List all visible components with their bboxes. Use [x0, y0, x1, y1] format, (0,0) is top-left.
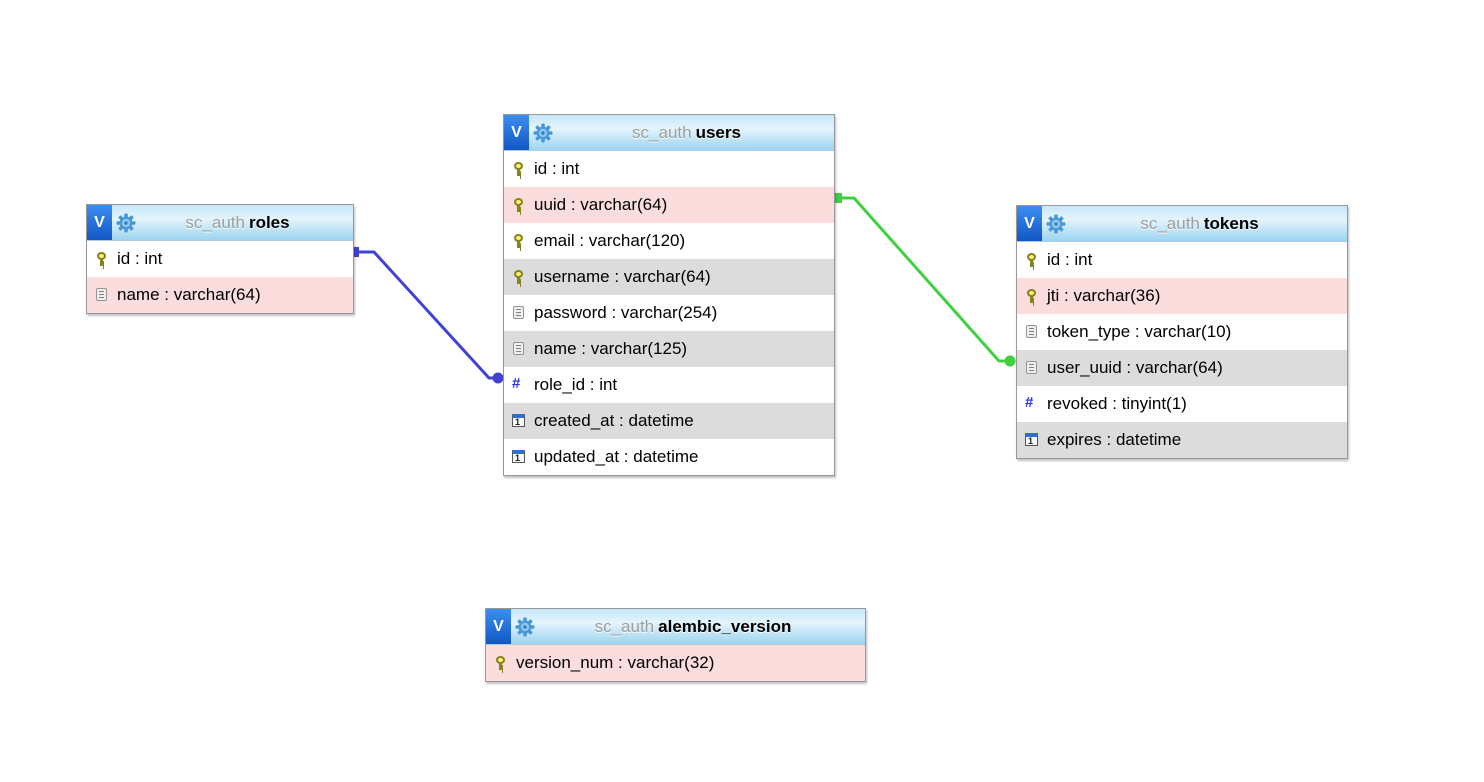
toggle-view-button[interactable]: V	[504, 115, 529, 150]
column-row[interactable]: token_type : varchar(10)	[1017, 314, 1347, 350]
table-name: roles	[248, 212, 290, 232]
column-row[interactable]: name : varchar(64)	[87, 277, 353, 313]
column-label: token_type : varchar(10)	[1047, 322, 1232, 341]
column-row[interactable]: name : varchar(125)	[504, 331, 834, 367]
text-icon	[511, 305, 526, 321]
relation-line	[837, 196, 1010, 363]
column-row[interactable]: revoked : tinyint(1)	[1017, 386, 1347, 422]
toggle-view-button[interactable]: V	[486, 609, 511, 644]
column-row[interactable]: user_uuid : varchar(64)	[1017, 350, 1347, 386]
column-row[interactable]: role_id : int	[504, 367, 834, 403]
schema-label: sc_auth	[185, 212, 245, 232]
key-icon	[511, 197, 526, 213]
column-row[interactable]: expires : datetime	[1017, 422, 1347, 458]
column-label: version_num : varchar(32)	[516, 653, 715, 672]
column-label: updated_at : datetime	[534, 447, 699, 466]
text-icon	[1024, 324, 1039, 340]
column-label: uuid : varchar(64)	[534, 195, 668, 214]
column-row[interactable]: created_at : datetime	[504, 403, 834, 439]
text-icon	[94, 287, 109, 303]
key-icon	[94, 251, 109, 267]
key-icon	[1024, 288, 1039, 304]
table-name: tokens	[1203, 213, 1259, 233]
column-row[interactable]: jti : varchar(36)	[1017, 278, 1347, 314]
relation-end-anchor	[1004, 355, 1016, 367]
key-icon	[511, 161, 526, 177]
column-label: id : int	[1047, 250, 1093, 269]
key-icon	[511, 233, 526, 249]
column-row[interactable]: password : varchar(254)	[504, 295, 834, 331]
column-row[interactable]: id : int	[1017, 242, 1347, 278]
relation-line	[353, 250, 497, 380]
numeric-icon	[1024, 395, 1039, 412]
schema-label: sc_auth	[1140, 213, 1200, 233]
column-label: id : int	[534, 159, 580, 178]
column-label: email : varchar(120)	[534, 231, 686, 250]
key-icon	[1024, 252, 1039, 268]
column-label: expires : datetime	[1047, 430, 1182, 449]
column-label: id : int	[117, 249, 163, 268]
column-label: password : varchar(254)	[534, 303, 718, 322]
column-label: user_uuid : varchar(64)	[1047, 358, 1223, 377]
calendar-icon	[511, 413, 526, 429]
column-row[interactable]: version_num : varchar(32)	[486, 645, 865, 681]
table-name: users	[695, 122, 741, 142]
text-icon	[511, 341, 526, 357]
relation-end-anchor	[492, 372, 504, 384]
column-label: role_id : int	[534, 375, 618, 394]
column-label: name : varchar(64)	[117, 285, 261, 304]
column-row[interactable]: email : varchar(120)	[504, 223, 834, 259]
schema-label: sc_auth	[632, 122, 692, 142]
numeric-icon	[511, 376, 526, 393]
column-label: revoked : tinyint(1)	[1047, 394, 1187, 413]
column-row[interactable]: id : int	[87, 241, 353, 277]
calendar-icon	[511, 449, 526, 465]
column-row[interactable]: updated_at : datetime	[504, 439, 834, 475]
schema-label: sc_auth	[594, 616, 655, 636]
column-row[interactable]: username : varchar(64)	[504, 259, 834, 295]
gear-icon[interactable]	[533, 123, 553, 143]
toggle-view-button[interactable]: V	[1017, 206, 1042, 241]
key-icon	[493, 655, 508, 671]
column-label: jti : varchar(36)	[1047, 286, 1161, 305]
toggle-view-button[interactable]: V	[87, 205, 112, 240]
column-label: name : varchar(125)	[534, 339, 688, 358]
column-row[interactable]: id : int	[504, 151, 834, 187]
table-name: alembic_version	[658, 616, 792, 636]
gear-icon[interactable]	[1046, 214, 1066, 234]
key-icon	[511, 269, 526, 285]
gear-icon[interactable]	[515, 617, 535, 637]
column-label: username : varchar(64)	[534, 267, 711, 286]
relation-users-tokens	[832, 193, 1016, 367]
column-label: created_at : datetime	[534, 411, 694, 430]
column-row[interactable]: uuid : varchar(64)	[504, 187, 834, 223]
gear-icon[interactable]	[116, 213, 136, 233]
relation-roles-users	[349, 247, 504, 384]
calendar-icon	[1024, 432, 1039, 448]
text-icon	[1024, 360, 1039, 376]
